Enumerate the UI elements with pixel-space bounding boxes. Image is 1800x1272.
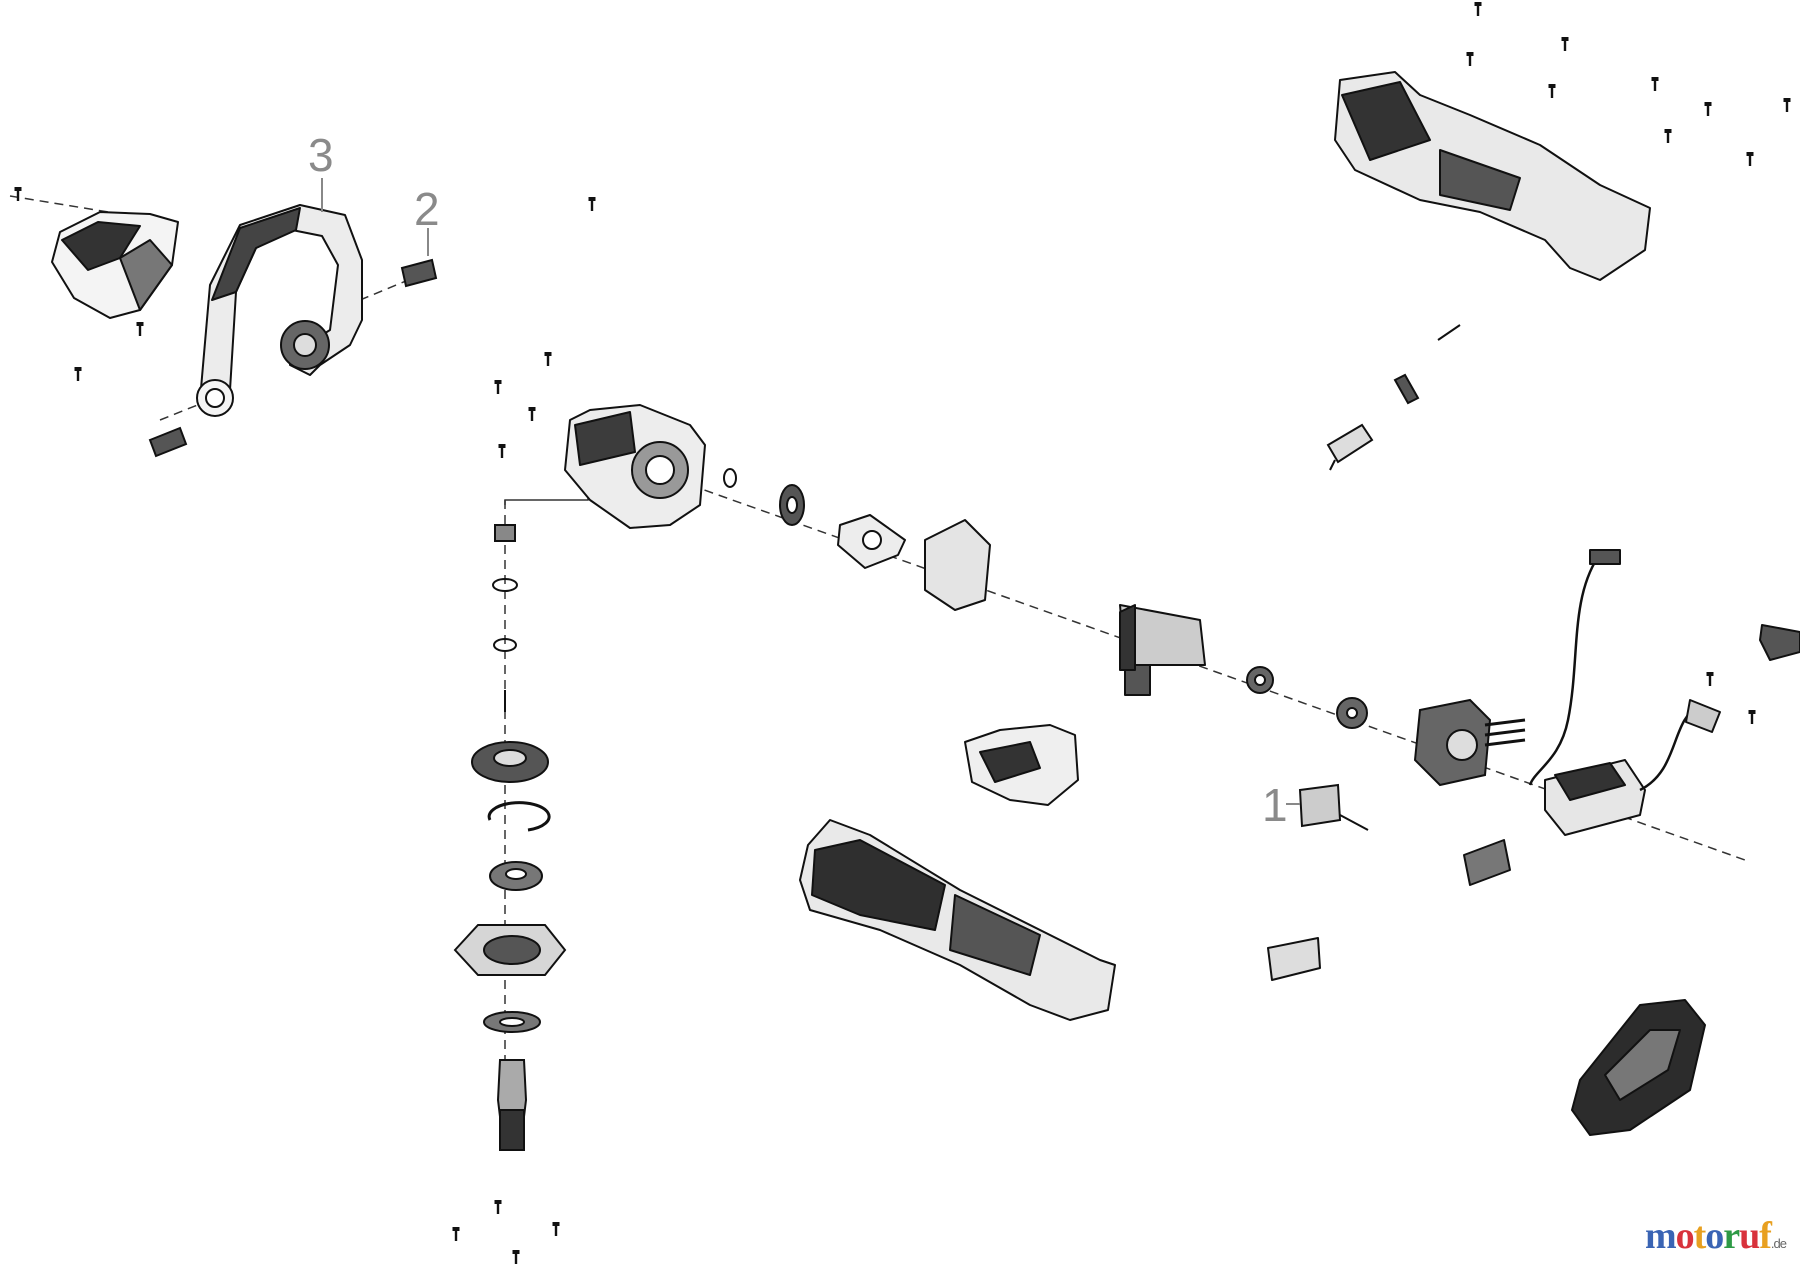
stator-part — [1413, 698, 1526, 787]
watermark-letter: o — [1705, 1215, 1724, 1257]
grip-cover-part — [51, 211, 179, 319]
switch-part — [1290, 783, 1369, 831]
guard-part — [964, 724, 1079, 806]
gear-housing-part — [564, 404, 706, 529]
assembly-axis-lines — [9, 195, 1746, 1070]
watermark-letter: r — [1723, 1215, 1740, 1257]
battery-pack-part — [1571, 999, 1706, 1136]
watermark-letter: m — [1644, 1215, 1677, 1257]
handle-bolt-part — [148, 258, 438, 458]
trigger-lock-part — [1326, 324, 1461, 471]
spindle-assembly-part — [453, 524, 567, 1151]
watermark-suffix: .de — [1770, 1236, 1787, 1251]
motor-components-part — [723, 468, 1368, 729]
housing-shell-part — [1334, 71, 1651, 281]
watermark-letter: u — [1739, 1215, 1760, 1257]
auxiliary-handle-part — [196, 204, 363, 417]
watermark-letter: t — [1693, 1215, 1707, 1257]
watermark-letter: o — [1675, 1215, 1695, 1257]
housing-half-part — [799, 819, 1116, 1021]
callout-label-2: 2 — [414, 183, 440, 235]
control-board-part — [1267, 549, 1800, 981]
callout-leaders — [321, 178, 1300, 805]
watermark-logo: motoruf.de — [1644, 1214, 1787, 1258]
watermark-letter: f — [1759, 1215, 1772, 1257]
callout-label-3: 3 — [308, 129, 334, 181]
callout-label-1: 1 — [1262, 779, 1288, 831]
